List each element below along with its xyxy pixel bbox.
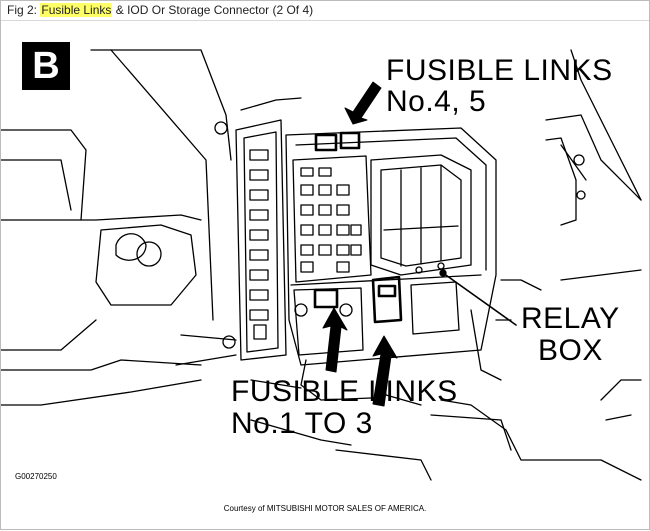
fusible-links-lower-label: FUSIBLE LINKS [231,375,458,408]
pointer-arrows [322,81,398,407]
fusible-links-lower-numbers: No.1 TO 3 [231,407,373,440]
fusible-links-upper-numbers: No.4, 5 [386,85,487,118]
relay-label-line1: RELAY [521,302,620,335]
relay-label-line2: BOX [538,334,603,367]
caption-rest: & IOD Or Storage Connector (2 Of 4) [115,3,314,17]
engine-bay-line-drawing [1,49,642,481]
body-structure [1,49,642,481]
junction-block [175,119,287,366]
view-badge: B [22,42,70,90]
arrow-lower-left [322,307,348,373]
diagram-panel: B FUSIBLE LINKS No.4, 5 RELAY BOX FUSIBL… [0,20,650,530]
arrow-lower-right [372,335,398,407]
fusible-links-1-3 [313,275,403,324]
fusible-links-upper-label: FUSIBLE LINKS [386,54,613,87]
figure-code: G00270250 [15,472,57,481]
fuse-relay-box [250,127,497,406]
courtesy-credit: Courtesy of MITSUBISHI MOTOR SALES OF AM… [223,504,427,513]
caption-highlight: Fusible Links [40,3,113,17]
relay-box-leader [442,272,517,326]
fusible-links-4-5 [314,131,361,152]
arrow-upper [344,81,382,125]
figure-caption: Fig 2: Fusible Links & IOD Or Storage Co… [0,0,650,21]
caption-prefix: Fig 2: [7,3,38,17]
